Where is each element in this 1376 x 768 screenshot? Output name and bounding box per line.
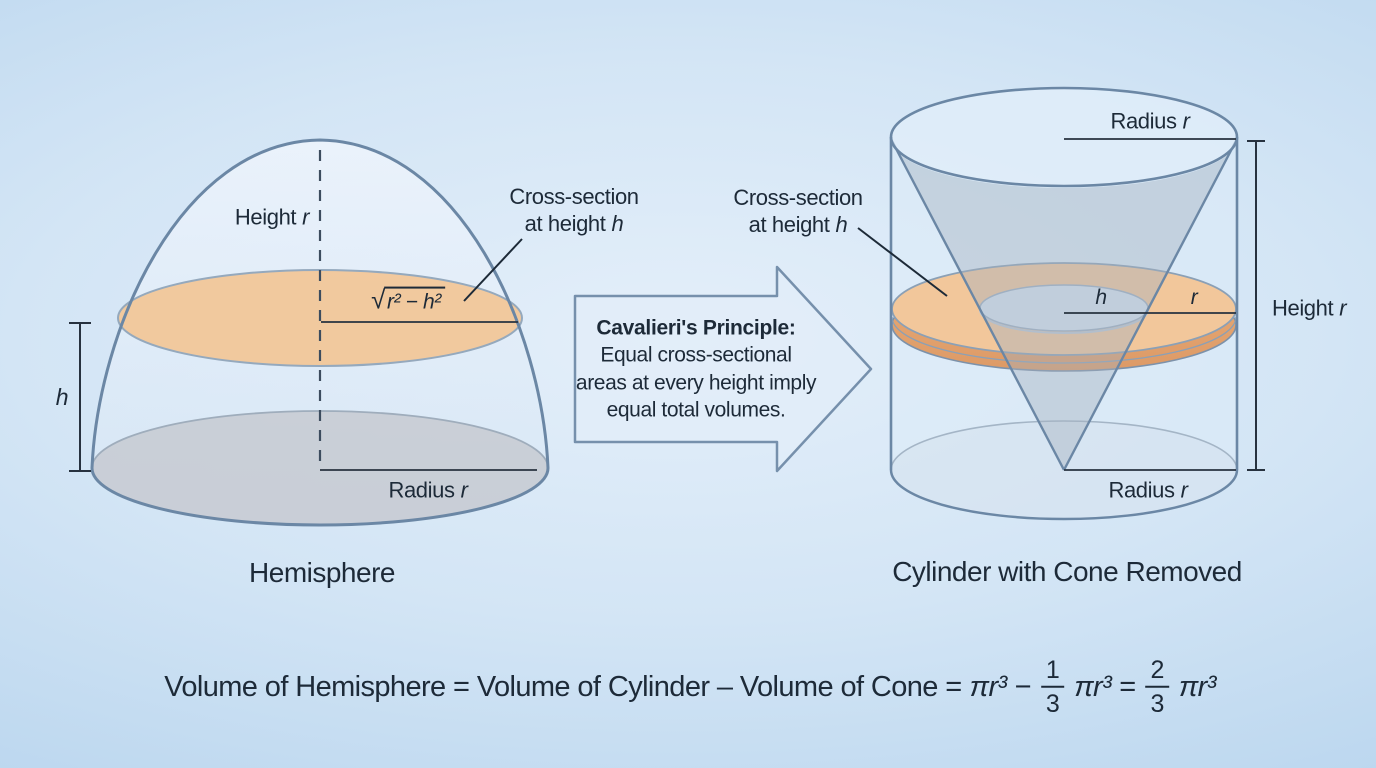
hemisphere-dome-outline: [90, 138, 550, 527]
height-label-left-text: Height: [234, 204, 297, 230]
formula-fraction-one-third: 1 3: [1040, 657, 1065, 718]
formula-fraction-two-thirds: 2 3: [1145, 657, 1169, 718]
height-dimension-line: [1247, 140, 1265, 471]
cavalieri-line2: areas at every height imply: [575, 371, 817, 394]
annulus-r-label: r: [1190, 286, 1198, 310]
formula-minus: −: [1014, 670, 1032, 703]
cavalieri-title: Cavalieri's Principle:: [596, 316, 796, 340]
radicand: r² − h²: [384, 286, 445, 314]
cross-section-pointer-right: [857, 227, 948, 297]
cavalieri-principle-text: Cavalieri's Principle: Equal cross-secti…: [575, 314, 817, 423]
volume-formula: Volume of Hemisphere = Volume of Cylinde…: [164, 657, 1216, 718]
formula-term2: πr³: [1074, 670, 1112, 703]
cylinder-bottom-front-rim: [889, 469, 1239, 521]
h-dimension-line: [69, 322, 91, 472]
height-label-left-var: r: [302, 204, 310, 230]
formula-term3: πr³: [1178, 670, 1217, 703]
hemisphere-caption: Hemisphere: [249, 556, 395, 588]
cone-fill: [891, 139, 1237, 470]
formula-equals: =: [1119, 670, 1136, 703]
cone-right-slant: [1062, 138, 1239, 471]
annulus-h-label: h: [1095, 286, 1107, 310]
cavalieri-arrow: [573, 265, 873, 473]
washer-mid-rim: [891, 316, 1237, 364]
cross-section-left-line1: Cross-section: [509, 184, 639, 210]
washer-hole-inner-wall: [979, 309, 1149, 334]
h-dimension-label: h: [55, 383, 69, 410]
formula-lhs: Volume of Hemisphere = Volume of Cylinde…: [164, 670, 962, 703]
cylinder-top-ellipse: [889, 86, 1239, 188]
cross-section-right-line1: Cross-section: [733, 185, 863, 211]
cone-left-slant: [889, 138, 1066, 471]
cross-section-pointer-left: [463, 238, 523, 302]
radical-sign: √: [371, 284, 386, 315]
cavalieri-line3: equal total volumes.: [606, 398, 786, 422]
cylinder-cone-figure: [857, 86, 1265, 521]
formula-term1: πr³: [969, 670, 1008, 703]
hemisphere-figure: [69, 138, 550, 527]
cavalieri-line1: Equal cross-sectional: [600, 343, 792, 367]
cylinder-caption: Cylinder with Cone Removed: [892, 555, 1242, 587]
sqrt-expression-label: √r² − h²: [371, 284, 445, 316]
